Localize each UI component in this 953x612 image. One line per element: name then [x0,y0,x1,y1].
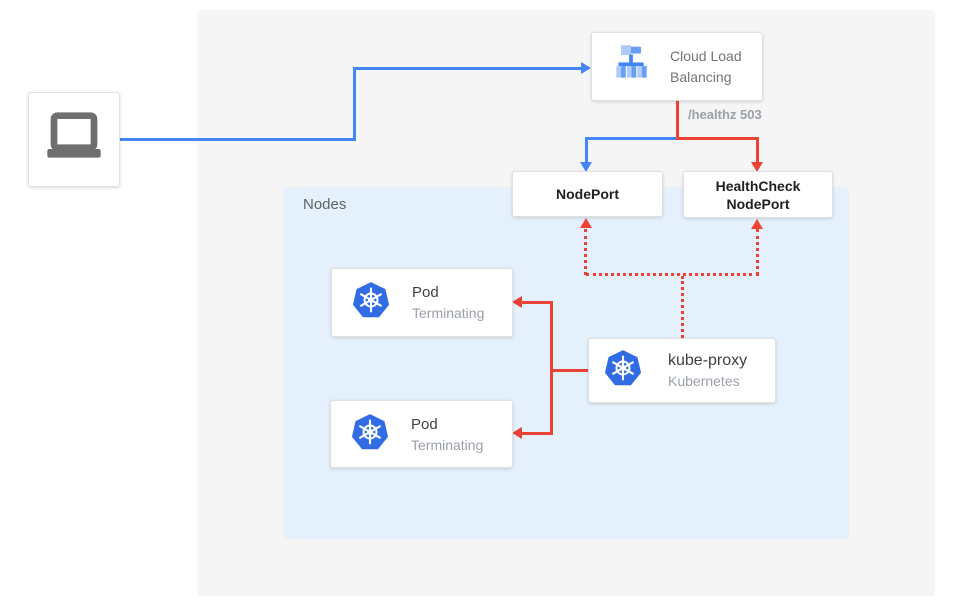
clb-label-line2: Balancing [670,68,732,85]
kube-proxy-title: kube-proxy [668,352,748,369]
arrowhead-into-pod2 [512,427,522,439]
pod1-title: Pod [412,284,439,301]
kube-proxy-box: kube-proxy Kubernetes [588,338,776,403]
pod-box-1: Pod Terminating [331,268,513,337]
arrowhead-dotted-into-healthcheck [751,219,763,229]
cloud-load-balancing-box: Cloud Load Balancing [591,32,763,101]
edge-split-blue-h [586,137,678,140]
edge-dotted-to-nodeport-v [584,229,587,275]
healthz-status-label: /healthz 503 [688,107,762,122]
pod2-title: Pod [411,415,438,433]
edge-split-red-h [676,137,759,140]
healthcheck-nodeport-box: HealthCheck NodePort [683,171,833,218]
edge-client-to-clb-h2 [353,67,581,70]
arrowhead-dotted-into-nodeport [580,218,592,228]
kubernetes-icon [604,349,642,392]
edge-clb-down-v [676,100,679,140]
load-balancer-icon [612,42,650,91]
edge-to-pod1-h [521,301,552,304]
clb-label-line1: Cloud Load [670,47,742,64]
edge-kubeproxy-dotted-v [681,276,684,338]
laptop-icon [42,105,106,174]
edge-kubeproxy-dotted-h [586,273,759,276]
kube-proxy-subtitle: Kubernetes [668,373,740,389]
kubernetes-icon [351,413,389,456]
arrowhead-into-healthcheck [751,162,763,172]
kubernetes-icon [352,281,390,324]
edge-dotted-to-healthcheck-v [756,229,759,275]
arrowhead-into-pod1 [512,296,522,308]
edge-to-pod2-h [521,432,552,435]
pod2-status: Terminating [411,436,484,453]
client-device-box [28,92,120,187]
pod-box-2: Pod Terminating [330,400,513,468]
edge-kubeproxy-to-pods-v [550,301,553,435]
healthcheck-label-line1: HealthCheck [715,177,801,194]
edge-kubeproxy-to-pods-h [551,369,588,372]
nodes-label: Nodes [303,196,347,213]
edge-split-blue-v [585,137,588,163]
nodeport-label: NodePort [556,186,619,202]
edge-client-to-clb-h1 [120,138,356,141]
pod1-status: Terminating [412,305,485,321]
arrowhead-into-nodeport [580,162,592,172]
edge-client-to-clb-v [353,67,356,141]
healthcheck-label-line2: NodePort [726,195,790,212]
nodeport-box: NodePort [512,171,663,217]
arrowhead-into-clb [581,62,591,74]
edge-split-red-v [756,137,759,163]
